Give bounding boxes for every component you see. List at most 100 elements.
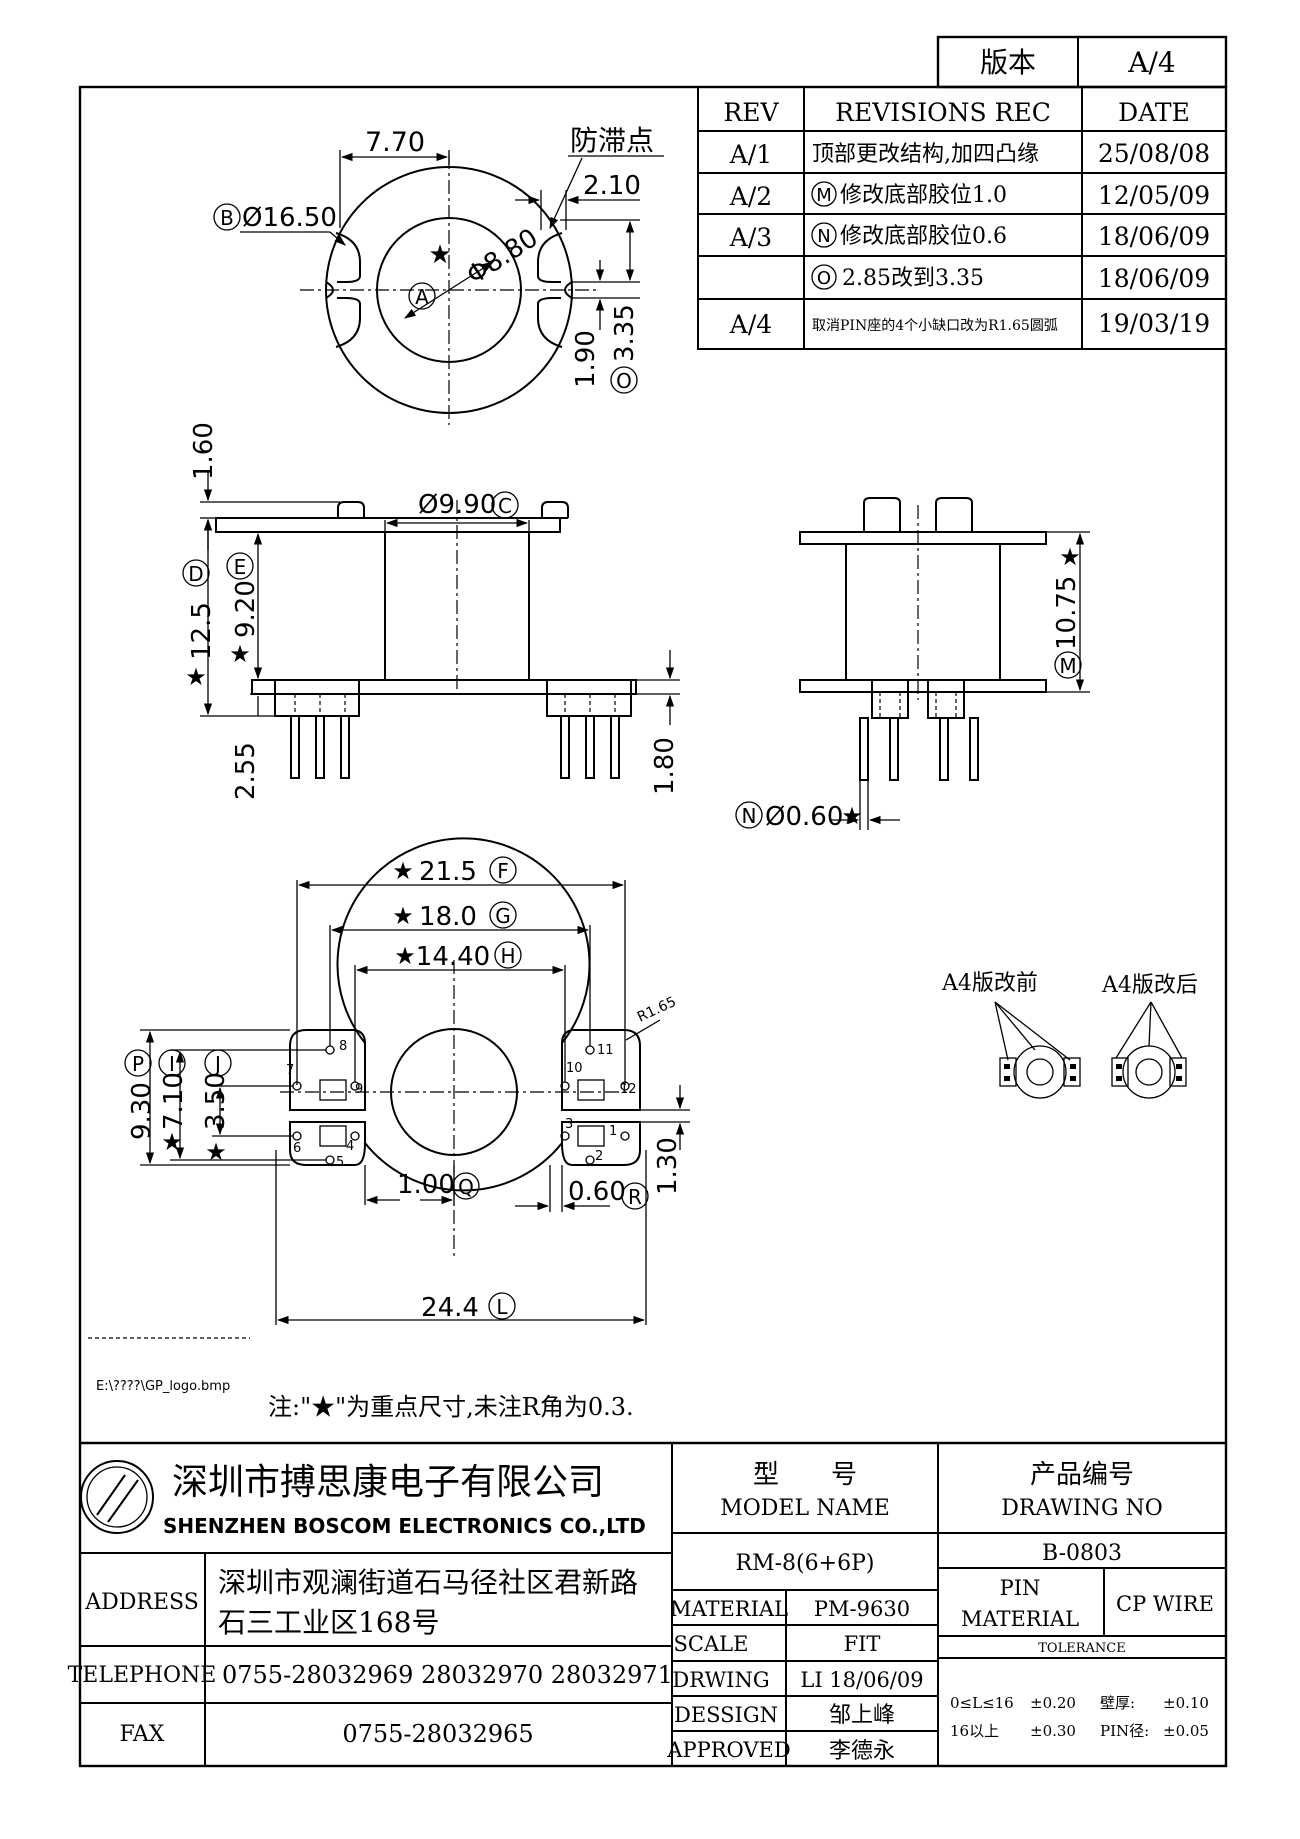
side-view: 1.60 Ø9.90 C D 12.5 ★ E 9.20 ★ 2.55 1.80 (182, 422, 680, 800)
star-mark: ★ (229, 640, 251, 668)
pin-12: 12 (620, 1082, 637, 1097)
end-view: ★ 10.75 M N Ø0.60 ★ (735, 497, 1090, 832)
detail-before-label: A4版改前 (941, 971, 1038, 996)
title-block: 深圳市搏思康电子有限公司 SHENZHEN BOSCOM ELECTRONICS… (68, 1441, 1226, 1766)
tol-wall-label: 壁厚: (1100, 1694, 1135, 1712)
mark-r: R (628, 1185, 642, 1209)
version-value: A/4 (1127, 46, 1175, 79)
tol-pin-label: PIN径: (1100, 1722, 1149, 1740)
design-value: 邹上峰 (829, 1703, 895, 1728)
dim-10-75: 10.75 (1052, 576, 1082, 650)
dim-9-20: 9.20 (231, 580, 261, 638)
pin-5: 5 (336, 1155, 344, 1170)
star-mark: ★ (205, 1138, 227, 1166)
material-label: MATERIAL (670, 1597, 788, 1621)
revision-mark: O (817, 268, 831, 289)
top-view: 7.70 防滞点 2.10 B Ø16.50 ★ A Φ8.80 1.90 3.… (213, 124, 664, 425)
mark-q: Q (458, 1175, 474, 1199)
mark-j: J (213, 1052, 221, 1076)
star-mark: ★ (392, 857, 414, 885)
mark-l: L (496, 1295, 508, 1319)
dim-21-5: 21.5 (419, 857, 477, 887)
material-value: PM-9630 (814, 1597, 910, 1621)
pin-3: 3 (565, 1117, 573, 1132)
model-name: RM-8(6+6P) (736, 1551, 875, 1576)
scale-label: SCALE (674, 1632, 749, 1656)
drawing-no: B-0803 (1042, 1541, 1122, 1566)
dim-1-80: 1.80 (650, 737, 680, 795)
telephone-label: TELEPHONE (68, 1663, 217, 1688)
mark-g: G (495, 904, 511, 928)
revision-desc: 修改底部胶位1.0 (840, 183, 1007, 208)
dim-18-0: 18.0 (419, 902, 477, 932)
model-label-cn: 型 号 (753, 1460, 857, 1490)
dim-24-4: 24.4 (421, 1293, 479, 1323)
mark-a: A (415, 285, 429, 309)
star-mark: ★ (394, 942, 416, 970)
dim-12-5: 12.5 (187, 602, 217, 660)
revision-mark: N (817, 226, 830, 247)
revision-date: 18/06/09 (1098, 264, 1210, 293)
scale-value: FIT (844, 1632, 881, 1656)
detail-views: A4版改前 A4版改后 (941, 971, 1198, 1099)
pin-10: 10 (566, 1061, 583, 1076)
rev-header: REV (723, 98, 779, 127)
fax: 0755-28032965 (342, 1720, 533, 1748)
fax-label: FAX (120, 1722, 165, 1747)
note: 注:"★"为重点尺寸,未注R角为0.3. (268, 1393, 634, 1421)
star-mark: ★ (841, 802, 863, 830)
dim-1-00: 1.00 (397, 1170, 455, 1200)
dim-0-60: 0.60 (568, 1177, 626, 1207)
tol-pin-value: ±0.05 (1163, 1722, 1209, 1740)
revision-date: 12/05/09 (1098, 181, 1210, 210)
star-mark: ★ (161, 1128, 183, 1156)
detail-after-label: A4版改后 (1101, 973, 1198, 998)
dim-pin: Ø0.60 (765, 802, 843, 832)
dim-9-30: 9.30 (127, 1082, 157, 1140)
detail-after-sketch (1111, 1001, 1187, 1099)
radius-label: R1.65 (635, 994, 679, 1026)
pin-11: 11 (597, 1043, 614, 1058)
drawing-label-cn: 产品编号 (1030, 1460, 1134, 1490)
dim-7-10: 7.10 (159, 1072, 189, 1130)
pin-2: 2 (595, 1149, 603, 1164)
star-mark: ★ (392, 902, 414, 930)
pin-1: 1 (609, 1124, 617, 1139)
tolerance-label: TOLERANCE (1038, 1641, 1125, 1656)
company-name-cn: 深圳市搏思康电子有限公司 (172, 1462, 604, 1503)
tol-val-2: ±0.30 (1030, 1722, 1076, 1740)
mark-e: E (234, 555, 247, 579)
address-line1: 深圳市观澜街道石马径社区君新路 (218, 1566, 638, 1599)
star-mark: ★ (1059, 543, 1081, 571)
pin-8: 8 (339, 1039, 347, 1054)
dim-7-70: 7.70 (365, 127, 425, 158)
tol-wall-value: ±0.10 (1163, 1694, 1209, 1712)
pin-4: 4 (346, 1139, 354, 1154)
pin-7: 7 (286, 1063, 294, 1078)
mark-m: M (1059, 654, 1076, 678)
pin-material-value: CP WIRE (1116, 1592, 1214, 1616)
company-name-en: SHENZHEN BOSCOM ELECTRONICS CO.,LTD (163, 1514, 646, 1538)
tol-range-1: 0≤L≤16 (950, 1694, 1014, 1712)
tol-val-1: ±0.20 (1030, 1694, 1076, 1712)
revisions-rec-header: REVISIONS REC (835, 98, 1051, 127)
logo-path: E:\????\GP_logo.bmp (96, 1379, 230, 1394)
dim-1-60: 1.60 (189, 422, 219, 480)
dim-core: Ø9.90 (418, 490, 496, 520)
approved-label: APPROVED (666, 1738, 790, 1762)
version-box: 版本 A/4 (936, 35, 1228, 89)
mark-p: P (132, 1052, 144, 1076)
revision-mark: M (816, 185, 832, 206)
revision-desc: 2.85改到3.35 (842, 266, 984, 291)
mark-n: N (742, 804, 757, 828)
mark-b: B (220, 206, 234, 230)
dim-2-55: 2.55 (231, 742, 261, 800)
version-label: 版本 (980, 46, 1036, 79)
drawing-label-en: DRAWING NO (1001, 1496, 1163, 1521)
mark-h: H (500, 944, 515, 968)
mark-i: I (169, 1052, 175, 1076)
detail-before-sketch (994, 1001, 1081, 1099)
design-label: DESSIGN (674, 1703, 778, 1727)
revision-desc: 取消PIN座的4个小缺口改为R1.65圆弧 (812, 318, 1058, 334)
dim-3-35: 3.35 (610, 304, 640, 362)
